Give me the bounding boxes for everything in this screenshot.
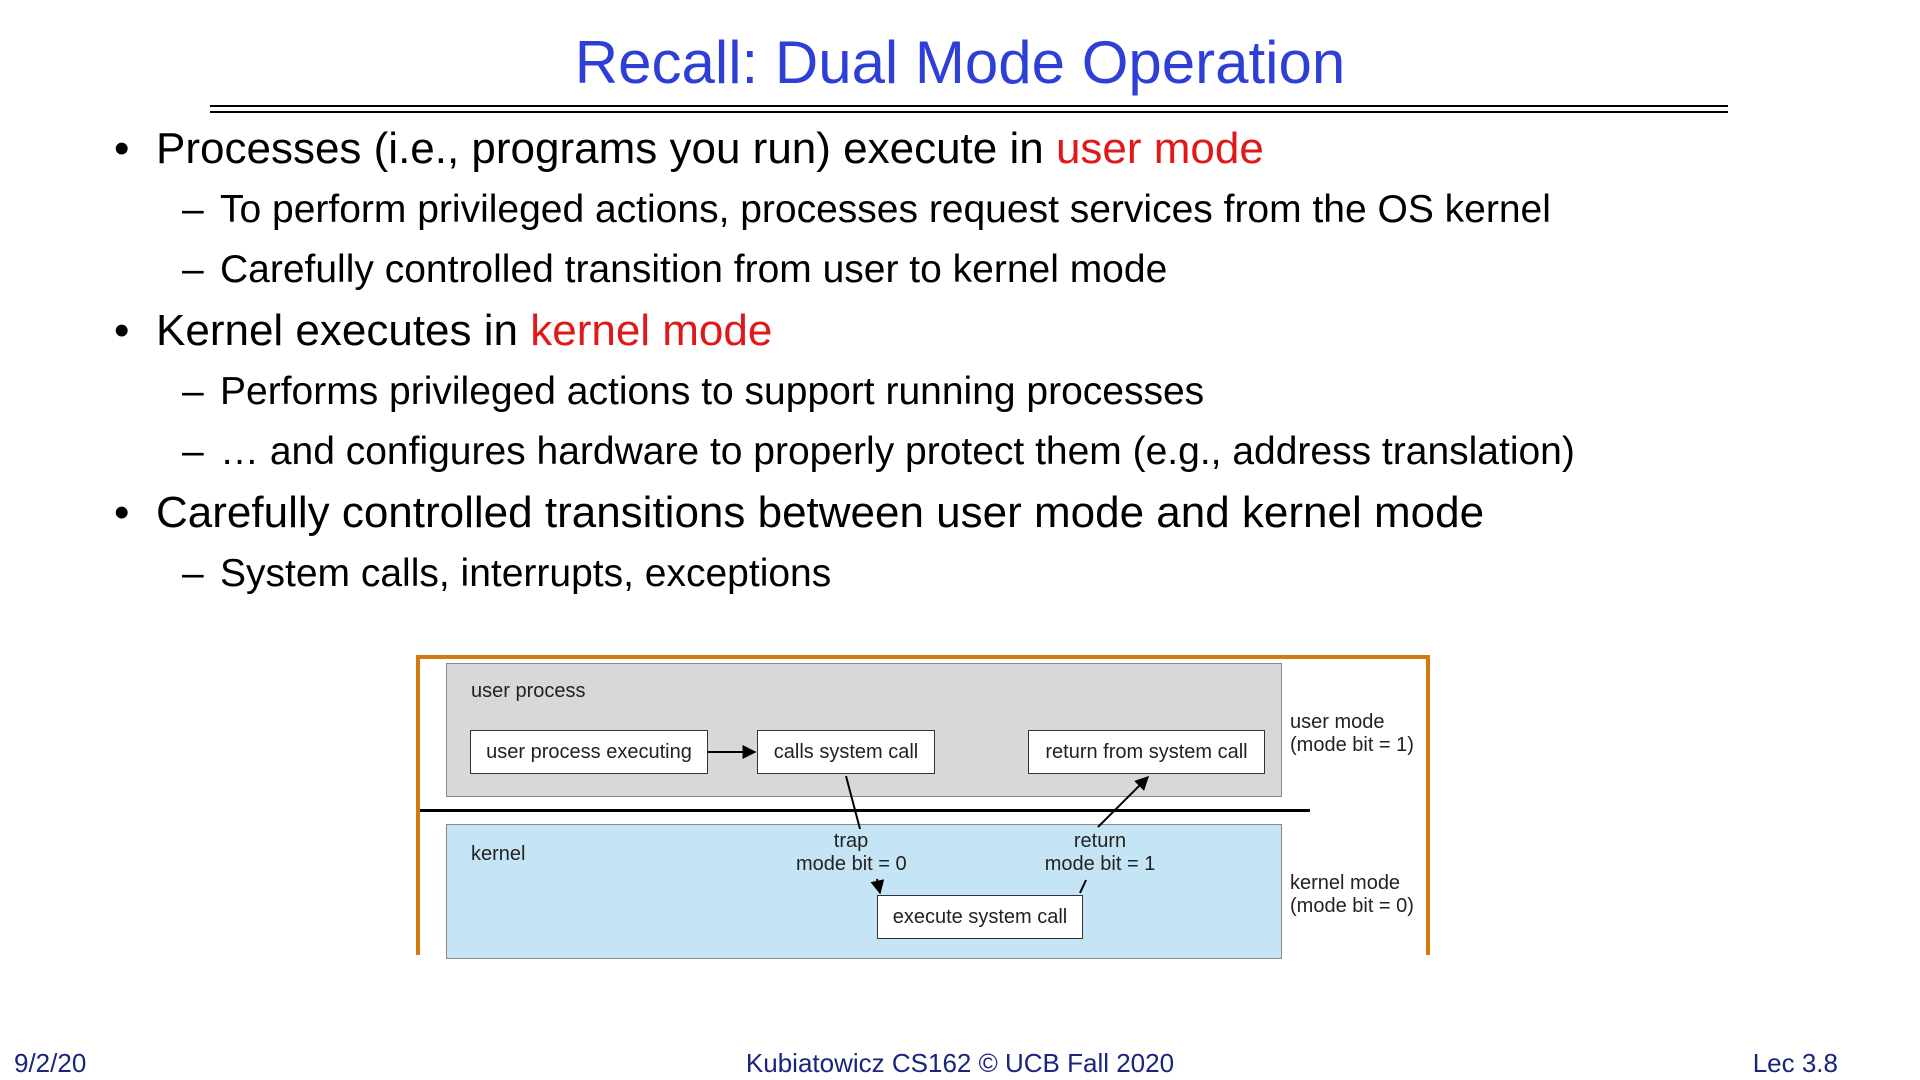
arrow-return-to-box bbox=[1097, 776, 1149, 828]
kernel-mode-line1: kernel mode bbox=[1290, 872, 1401, 894]
sub-dash: – bbox=[182, 370, 204, 413]
kernel-region: kernel bbox=[446, 824, 1282, 959]
diagram-arrows bbox=[708, 745, 1149, 895]
return-line2: mode bit = 1 bbox=[1044, 853, 1156, 875]
execute-system-call-box: execute system call bbox=[877, 895, 1083, 939]
trap-line1: trap bbox=[833, 830, 869, 852]
sub-bullet: – Performs privileged actions to support… bbox=[110, 362, 1830, 422]
sub-text: System calls, interrupts, exceptions bbox=[220, 552, 832, 595]
kernel-mode-label: kernel mode (mode bit = 0) bbox=[1290, 872, 1414, 918]
bullet-dot: • bbox=[114, 488, 130, 537]
footer-lecture: Lec 3.8 bbox=[1752, 1048, 1838, 1078]
return-line1: return bbox=[1073, 830, 1127, 852]
return-from-system-call-box: return from system call bbox=[1028, 730, 1265, 774]
user-process-label: user process bbox=[471, 680, 586, 702]
arrow-calls-to-trap bbox=[845, 775, 861, 830]
footer-date: 9/2/20 bbox=[14, 1048, 87, 1078]
sub-dash: – bbox=[182, 430, 204, 473]
bullet-text: Carefully controlled transitions between… bbox=[156, 488, 1485, 537]
trap-line2: mode bit = 0 bbox=[796, 853, 907, 875]
trap-label: trap mode bit = 0 bbox=[796, 830, 907, 876]
user-mode-label: user mode (mode bit = 1) bbox=[1290, 711, 1414, 757]
kernel-label: kernel bbox=[471, 843, 526, 865]
sub-dash: – bbox=[182, 552, 204, 595]
user-mode-line2: (mode bit = 1) bbox=[1290, 734, 1414, 756]
arrow-execute-to-return bbox=[1079, 879, 1087, 894]
mode-divider-line bbox=[420, 809, 1310, 812]
bullet-text: Processes (i.e., programs you run) execu… bbox=[156, 124, 1056, 173]
sub-text: Carefully controlled transition from use… bbox=[220, 248, 1168, 291]
sub-bullet: – To perform privileged actions, process… bbox=[110, 180, 1830, 240]
sub-dash: – bbox=[182, 248, 204, 291]
sub-text: … and configures hardware to properly pr… bbox=[220, 430, 1575, 473]
bullet-dot: • bbox=[114, 124, 130, 173]
return-label: return mode bit = 1 bbox=[1040, 830, 1160, 876]
sub-text: To perform privileged actions, processes… bbox=[220, 188, 1551, 231]
sub-text: Performs privileged actions to support r… bbox=[220, 370, 1205, 413]
sub-bullet: – System calls, interrupts, exceptions bbox=[110, 544, 1830, 604]
bullet-emphasis: kernel mode bbox=[530, 306, 773, 355]
bullet-kernel-mode: • Kernel executes in kernel mode bbox=[110, 300, 1830, 362]
bullet-dot: • bbox=[114, 306, 130, 355]
bullet-emphasis: user mode bbox=[1055, 124, 1264, 173]
calls-system-call-box: calls system call bbox=[757, 730, 935, 774]
sub-bullet: – … and configures hardware to properly … bbox=[110, 422, 1830, 482]
bullet-transitions: • Carefully controlled transitions betwe… bbox=[110, 482, 1830, 544]
dual-mode-diagram: user process kernel user process executi… bbox=[416, 655, 1430, 959]
bullet-list: • Processes (i.e., programs you run) exe… bbox=[110, 118, 1830, 604]
sub-bullet: – Carefully controlled transition from u… bbox=[110, 240, 1830, 300]
kernel-mode-line2: (mode bit = 0) bbox=[1290, 895, 1414, 917]
user-process-executing-box: user process executing bbox=[470, 730, 708, 774]
footer-course: Kubiatowicz CS162 © UCB Fall 2020 bbox=[745, 1048, 1175, 1078]
bullet-text: Kernel executes in bbox=[156, 306, 531, 355]
user-mode-line1: user mode bbox=[1290, 711, 1385, 733]
slide-title: Recall: Dual Mode Operation bbox=[574, 29, 1346, 96]
bullet-user-mode: • Processes (i.e., programs you run) exe… bbox=[110, 118, 1830, 180]
title-rule bbox=[210, 105, 1728, 113]
arrow-trap-to-execute bbox=[870, 878, 885, 895]
sub-dash: – bbox=[182, 188, 204, 231]
